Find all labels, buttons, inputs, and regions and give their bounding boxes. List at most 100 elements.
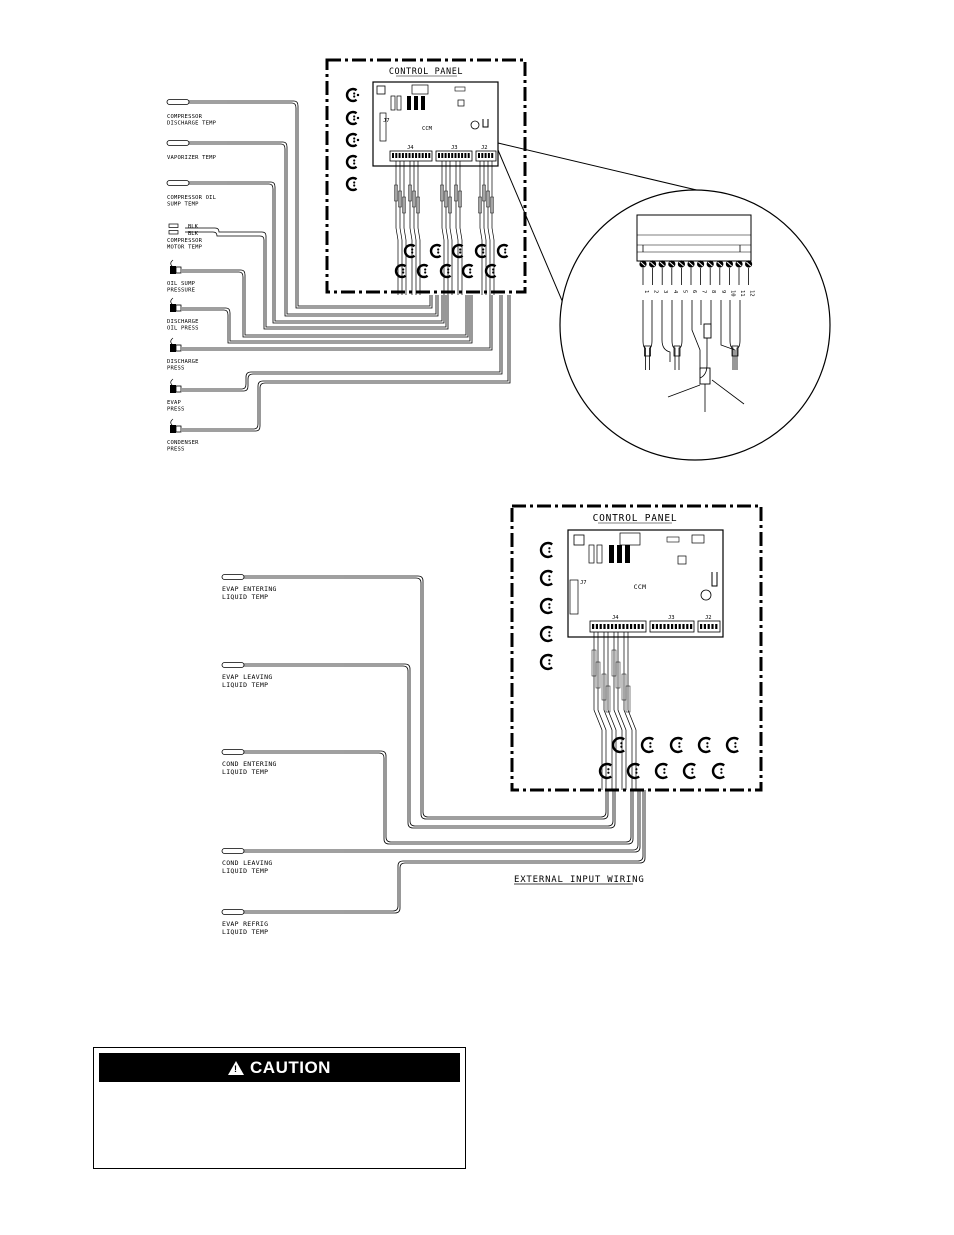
sensor-label: LIQUID TEMP bbox=[222, 681, 268, 689]
panel-knockout-icon bbox=[345, 176, 358, 192]
detail-pin-label: 5 bbox=[681, 290, 687, 293]
top-control-panel-title: CONTROL PANEL bbox=[389, 67, 463, 77]
panel-knockout-icon bbox=[345, 87, 358, 103]
panel-knockout-icon bbox=[539, 625, 553, 643]
detail-pin-label: 3 bbox=[662, 290, 668, 293]
temperature-probe-icon bbox=[166, 180, 190, 186]
bottom-panel-knockouts-bottom bbox=[598, 736, 739, 780]
detail-leader-top bbox=[497, 142, 706, 193]
bottom-j2-connector bbox=[697, 620, 721, 633]
pressure-transducer-icon bbox=[170, 425, 176, 433]
top-j3-connector bbox=[435, 150, 473, 162]
panel-knockout-icon bbox=[394, 263, 407, 279]
warning-triangle-icon: ! bbox=[228, 1060, 245, 1075]
panel-knockout-icon bbox=[539, 541, 553, 559]
sensor-label: OIL PRESS bbox=[167, 326, 199, 332]
caution-header: ! CAUTION bbox=[99, 1053, 460, 1082]
top-wiring-diagram: CONTROL PANEL J7 CCM J4 J3 J2 COMPRES bbox=[166, 58, 831, 461]
bottom-j4-label: J4 bbox=[612, 615, 619, 621]
sensor-label: EVAP ENTERING bbox=[222, 585, 277, 593]
sensor-label: SUMP TEMP bbox=[167, 202, 199, 208]
sensor-label: PRESS bbox=[167, 407, 185, 413]
temperature-probe-icon bbox=[221, 662, 245, 668]
sensor-label: DISCHARGE bbox=[167, 359, 199, 365]
bottom-control-panel-title: CONTROL PANEL bbox=[593, 513, 678, 524]
sensor-label: LIQUID TEMP bbox=[222, 867, 268, 875]
detail-pin-label: 9 bbox=[720, 290, 726, 293]
panel-knockout-icon bbox=[429, 243, 442, 259]
detail-pin-label: 1 bbox=[643, 290, 649, 293]
detail-pin-label: 8 bbox=[710, 290, 716, 293]
panel-knockout-icon bbox=[682, 762, 696, 780]
panel-knockout-icon bbox=[640, 736, 654, 754]
top-panel-knockouts-left bbox=[345, 87, 360, 192]
panel-knockout-icon bbox=[539, 569, 553, 587]
panel-knockout-icon bbox=[474, 243, 487, 259]
sensor-label: LIQUID TEMP bbox=[222, 593, 268, 601]
panel-knockout-icon bbox=[598, 762, 612, 780]
bottom-j3-label: J3 bbox=[668, 615, 675, 621]
top-j2-connector bbox=[475, 150, 497, 162]
top-j7-label: J7 bbox=[383, 118, 390, 124]
sensor-label: OIL SUMP bbox=[167, 281, 196, 287]
detail-pin-label: 12 bbox=[749, 290, 755, 297]
temperature-probe-icon bbox=[221, 574, 245, 580]
panel-knockout-icon bbox=[451, 243, 464, 259]
sensor-label: LIQUID TEMP bbox=[222, 768, 268, 776]
panel-knockout-icon bbox=[496, 243, 509, 259]
panel-knockout-icon bbox=[461, 263, 474, 279]
top-j4-label: J4 bbox=[407, 145, 414, 151]
pressure-transducer-icon bbox=[170, 266, 176, 274]
motor-wire-label-b: BLK bbox=[188, 231, 199, 237]
bottom-j3-connector bbox=[649, 620, 695, 633]
bottom-panel-knockouts-left bbox=[539, 541, 553, 671]
sensor-label: COMPRESSOR bbox=[167, 114, 203, 120]
sensor-label: PRESS bbox=[167, 447, 185, 453]
detail-pin-label: 2 bbox=[653, 290, 659, 293]
panel-knockout-icon bbox=[345, 154, 358, 170]
bottom-j2-label: J2 bbox=[705, 615, 712, 621]
bottom-control-panel-frame bbox=[510, 504, 763, 792]
panel-knockout-icon bbox=[711, 762, 725, 780]
sensor-label: PRESSURE bbox=[167, 288, 195, 294]
sensor-label: EVAP bbox=[167, 400, 182, 406]
sensor-label: COMPRESSOR OIL bbox=[167, 195, 217, 201]
motor-temp-lead-icon bbox=[168, 223, 179, 228]
sensor-label: VAPORIZER TEMP bbox=[167, 155, 217, 161]
panel-knockout-icon bbox=[626, 762, 640, 780]
pressure-transducer-icon bbox=[170, 344, 176, 352]
sensor-label: DISCHARGE TEMP bbox=[167, 121, 217, 127]
temperature-probe-icon bbox=[166, 140, 190, 146]
detail-pin-label: 6 bbox=[691, 290, 697, 293]
detail-pin-label: 4 bbox=[672, 290, 678, 294]
sensor-label: DISCHARGE bbox=[167, 319, 199, 325]
sensor-label: COND ENTERING bbox=[222, 760, 277, 768]
panel-knockout-icon bbox=[697, 736, 711, 754]
sensor-label: MOTOR TEMP bbox=[167, 245, 203, 251]
detail-pin-label: 10 bbox=[729, 290, 735, 297]
caution-box: ! CAUTION bbox=[93, 1047, 466, 1169]
caution-title: CAUTION bbox=[250, 1057, 331, 1077]
detail-pin-label: 11 bbox=[739, 290, 745, 297]
panel-knockout-icon bbox=[403, 243, 416, 259]
top-ccm-label: CCM bbox=[422, 126, 433, 132]
panel-knockout-icon bbox=[669, 736, 683, 754]
sensor-label: COND LEAVING bbox=[222, 859, 273, 867]
sensor-label: COMPRESSOR bbox=[167, 238, 203, 244]
pressure-transducer-icon bbox=[170, 385, 176, 393]
bottom-wiring-diagram: CONTROL PANEL J7 CCM J4 J3 J2 EVAP ENTER… bbox=[221, 504, 763, 936]
panel-knockout-icon bbox=[345, 110, 358, 126]
temperature-probe-icon bbox=[166, 99, 190, 105]
detail-pin-label: 7 bbox=[701, 290, 707, 293]
bottom-ccm-label: CCM bbox=[634, 583, 647, 591]
sensor-label: EVAP REFRIG bbox=[222, 920, 268, 928]
panel-knockout-icon bbox=[611, 736, 625, 754]
bottom-j7-label: J7 bbox=[580, 580, 587, 586]
panel-knockout-icon bbox=[539, 597, 553, 615]
panel-knockout-icon bbox=[725, 736, 739, 754]
panel-knockout-icon bbox=[654, 762, 668, 780]
pressure-transducer-icon bbox=[170, 304, 176, 312]
top-j4-connector bbox=[389, 150, 433, 162]
